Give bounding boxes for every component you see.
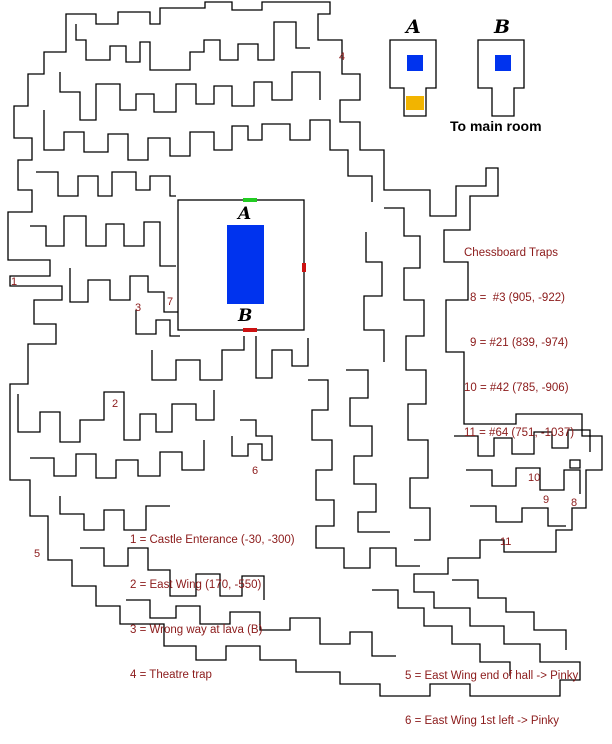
legend-item: 4 = Theatre trap [130, 669, 212, 681]
marker-2: 2 [112, 398, 119, 410]
marker-9: 9 [543, 494, 550, 506]
marker-3: 3 [135, 302, 142, 314]
chessboard-line: 8 = #3 (905, -922) [470, 292, 565, 304]
room-b-letter: B [494, 16, 511, 38]
marker-5: 5 [34, 548, 41, 560]
legend-item: 3 = Wrong way at lava (B) [130, 624, 263, 636]
room-a-diagram [389, 39, 437, 117]
main-room-red-door-right [302, 263, 306, 272]
maze-outer-wall [7, 1, 603, 697]
main-room-red-door-bottom [243, 328, 257, 332]
main-room-letter-b: B [238, 306, 253, 326]
room-b-diagram [477, 39, 525, 117]
main-room-green-door [243, 198, 257, 202]
marker-8: 8 [571, 497, 578, 509]
marker-11: 11 [500, 536, 512, 548]
room-a-yellow-marker [406, 96, 424, 110]
marker-7: 7 [167, 296, 174, 308]
main-room-label: To main room [450, 118, 542, 134]
chessboard-legend: Chessboard Traps 8 = #3 (905, -922) 9 = … [464, 216, 574, 456]
chessboard-line: 9 = #21 (839, -974) [470, 337, 569, 349]
chessboard-line: 11 = #64 (751, -1037) [464, 427, 575, 439]
main-room-blue-block [227, 225, 264, 304]
maze-map [7, 1, 603, 697]
legend-right: 5 = East Wing end of hall -> Pinky 6 = E… [405, 639, 578, 744]
room-b-blue-square [495, 55, 511, 71]
legend-left: 1 = Castle Enterance (-30, -300) 2 = Eas… [130, 503, 295, 698]
legend-item: 5 = East Wing end of hall -> Pinky [405, 670, 579, 682]
room-a-blue-square [407, 55, 423, 71]
marker-1: 1 [11, 276, 18, 288]
room-a-letter: A [406, 16, 421, 38]
legend-item: 6 = East Wing 1st left -> Pinky [405, 715, 560, 727]
chessboard-title: Chessboard Traps [464, 247, 558, 259]
main-room-letter-a: A [238, 204, 252, 224]
legend-item: 2 = East Wing (170, -550) [130, 579, 262, 591]
marker-6: 6 [252, 465, 259, 477]
chessboard-line: 10 = #42 (785, -906) [464, 382, 569, 394]
marker-4: 4 [339, 51, 346, 63]
legend-item: 1 = Castle Enterance (-30, -300) [130, 534, 295, 546]
marker-10: 10 [528, 472, 541, 484]
